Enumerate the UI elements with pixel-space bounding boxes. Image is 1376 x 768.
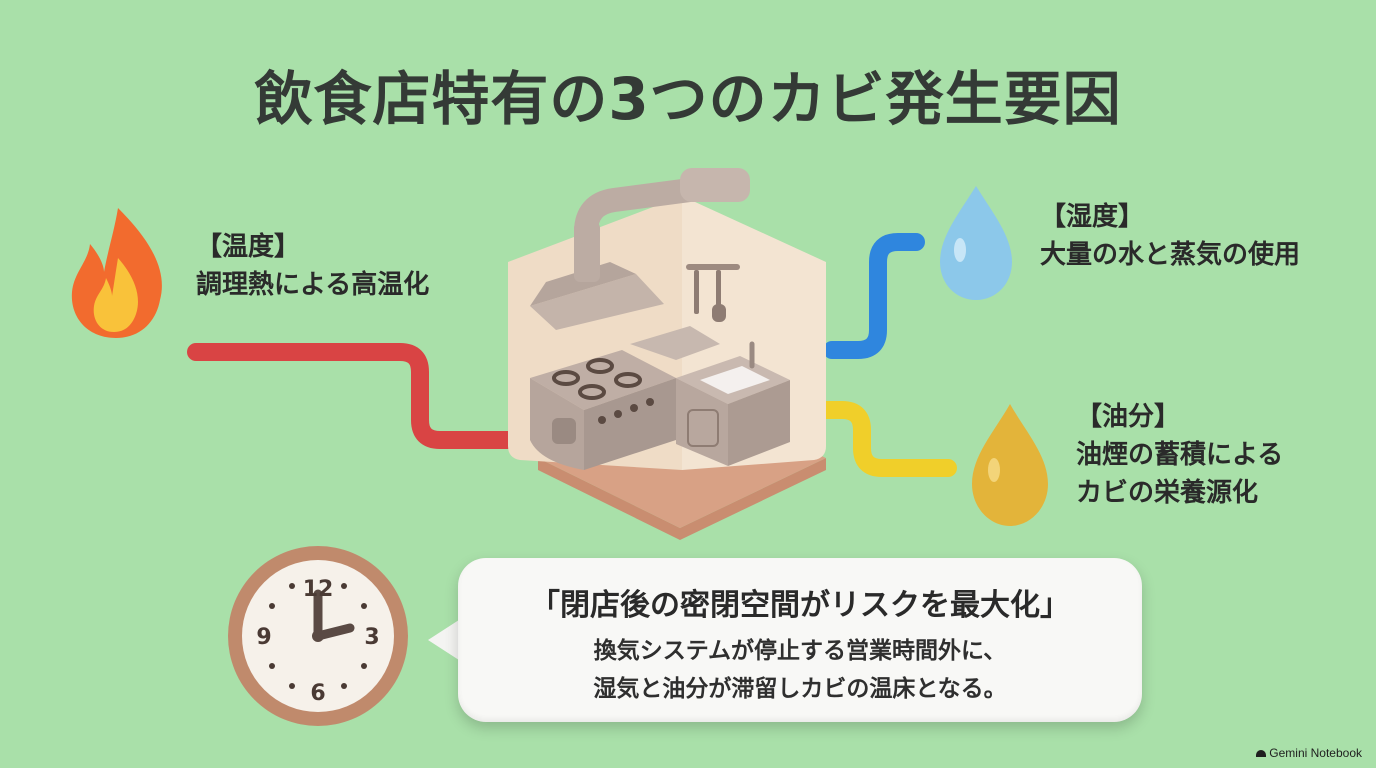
- kitchen-illustration: [508, 168, 826, 540]
- temperature-factor: 【温度】 調理熱による高温化: [196, 228, 429, 304]
- oil-description-line2: カビの栄養源化: [1076, 478, 1259, 508]
- oil-drop-icon: [972, 404, 1048, 526]
- callout-line-2: 湿気と油分が滞留しカビの温床となる。: [593, 676, 1007, 702]
- callout-tail: [428, 618, 462, 662]
- clock-numeral-3: 3: [364, 625, 379, 650]
- humidity-heading: 【湿度】: [1040, 202, 1145, 232]
- humidity-pipe: [823, 233, 925, 359]
- brand-logo-icon: [1256, 750, 1267, 758]
- flame-icon: [71, 208, 162, 338]
- callout-bubble: 「閉店後の密閉空間がリスクを最大化」 換気システムが停止する営業時間外に、 湿気…: [458, 558, 1142, 722]
- humidity-factor: 【湿度】 大量の水と蒸気の使用: [1040, 198, 1300, 274]
- temperature-pipe: [187, 343, 557, 449]
- oil-pipe: [781, 401, 957, 477]
- oil-description-line1: 油煙の蓄積による: [1076, 440, 1284, 470]
- humidity-description: 大量の水と蒸気の使用: [1040, 240, 1301, 270]
- callout-quote: 「閉店後の密閉空間がリスクを最大化」: [530, 588, 1070, 623]
- clock-numeral-9: 9: [256, 625, 271, 650]
- clock-numeral-6: 6: [310, 681, 325, 706]
- brand-watermark: Gemini Notebook: [1256, 746, 1362, 760]
- clock-numeral-12: 12: [303, 577, 334, 602]
- oil-heading: 【油分】: [1076, 402, 1181, 432]
- brand-name: Gemini Notebook: [1269, 746, 1362, 760]
- temperature-heading: 【温度】: [196, 232, 301, 262]
- page-title: 飲食店特有の3つのカビ発生要因: [254, 65, 1122, 133]
- callout-body: 換気システムが停止する営業時間外に、 湿気と油分が滞留しカビの温床となる。: [458, 632, 1142, 708]
- callout-line-1: 換気システムが停止する営業時間外に、: [593, 638, 1007, 664]
- clock-icon: 12 3 6 9: [228, 546, 408, 726]
- water-drop-icon: [940, 186, 1012, 300]
- temperature-description: 調理熱による高温化: [196, 270, 430, 300]
- oil-factor: 【油分】 油煙の蓄積による カビの栄養源化: [1076, 398, 1283, 512]
